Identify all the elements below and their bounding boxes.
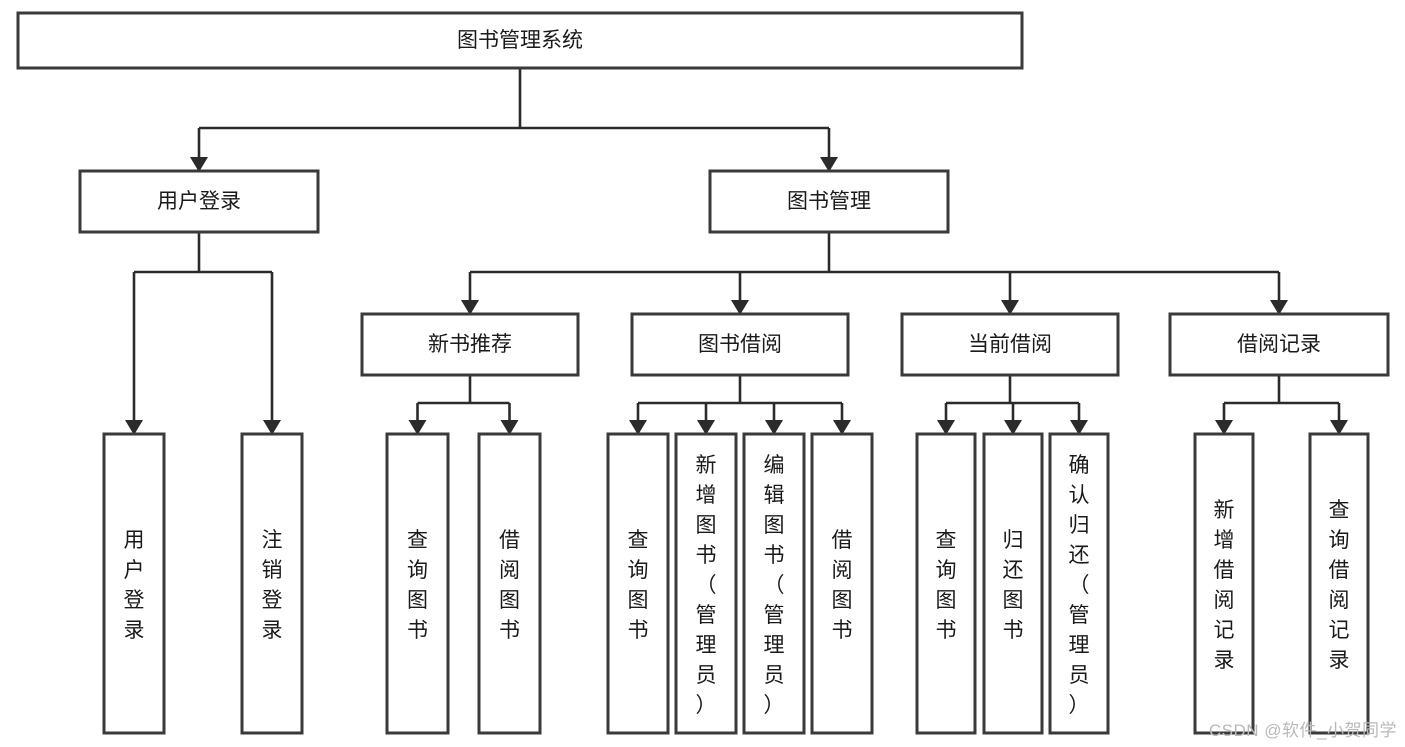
node-box-leaf-query-borrow-record[interactable] — [1308, 432, 1370, 735]
arrow-head-leaf-return-book — [1004, 420, 1022, 435]
arrow-head-book-manage — [820, 157, 838, 172]
node-label-root: 图书管理系统 — [457, 29, 583, 52]
connector-group-book-manage — [461, 232, 1288, 315]
node-leaf-add-book[interactable]: 新增图书（管理员） — [674, 432, 738, 735]
node-label-leaf-query-book-borrow: 查询图书 — [628, 529, 649, 642]
node-label-user-login: 用户登录 — [157, 190, 241, 213]
connector-group-current-borrow — [937, 375, 1088, 435]
node-box-leaf-user-logout[interactable] — [240, 432, 304, 735]
arrow-head-leaf-edit-book — [765, 420, 783, 435]
node-label-leaf-query-borrow-record: 查询借阅记录 — [1329, 499, 1350, 672]
node-leaf-add-borrow-record[interactable]: 新增借阅记录 — [1193, 432, 1255, 735]
node-leaf-borrow-book[interactable]: 借阅图书 — [810, 432, 874, 735]
arrow-head-leaf-query-book-rec — [408, 420, 427, 435]
node-layer: 图书管理系统用户登录图书管理新书推荐图书借阅当前借阅借阅记录用户登录注销登录查询… — [16, 11, 1390, 735]
node-leaf-user-login[interactable]: 用户登录 — [102, 432, 166, 735]
node-label-book-manage: 图书管理 — [787, 190, 871, 213]
node-box-leaf-borrow-book[interactable] — [810, 432, 874, 735]
node-user-login[interactable]: 用户登录 — [78, 169, 320, 234]
node-box-new-book-recommend[interactable] — [360, 312, 580, 377]
arrow-head-leaf-add-borrow-record — [1215, 420, 1233, 435]
arrow-head-leaf-add-book — [697, 420, 715, 435]
node-box-borrow-record[interactable] — [1168, 312, 1390, 377]
node-label-borrow-record: 借阅记录 — [1237, 333, 1321, 356]
node-leaf-return-book[interactable]: 归还图书 — [982, 432, 1044, 735]
node-label-leaf-add-book: 新增图书（管理员） — [696, 454, 717, 717]
node-box-leaf-user-login[interactable] — [102, 432, 166, 735]
node-leaf-query-borrow-record[interactable]: 查询借阅记录 — [1308, 432, 1370, 735]
node-book-borrow[interactable]: 图书借阅 — [630, 312, 850, 377]
node-leaf-query-book-cur[interactable]: 查询图书 — [915, 432, 977, 735]
node-box-leaf-edit-book[interactable] — [742, 432, 806, 735]
node-box-root[interactable] — [16, 11, 1024, 70]
node-box-leaf-add-book[interactable] — [674, 432, 738, 735]
node-label-book-borrow: 图书借阅 — [698, 333, 782, 356]
arrow-head-new-book-recommend — [461, 300, 479, 315]
node-leaf-borrow-book-rec[interactable]: 借阅图书 — [477, 432, 542, 735]
connector-group-user-login — [125, 232, 281, 435]
connector-layer — [125, 68, 1348, 435]
node-current-borrow[interactable]: 当前借阅 — [900, 312, 1120, 377]
node-label-current-borrow: 当前借阅 — [968, 333, 1052, 356]
node-book-manage[interactable]: 图书管理 — [708, 169, 950, 234]
node-label-leaf-borrow-book-rec: 借阅图书 — [499, 529, 520, 642]
node-label-new-book-recommend: 新书推荐 — [428, 333, 512, 356]
node-box-leaf-query-book-rec[interactable] — [385, 432, 450, 735]
arrow-head-current-borrow — [1001, 300, 1019, 315]
node-box-book-manage[interactable] — [708, 169, 950, 234]
arrow-head-leaf-query-book-cur — [937, 420, 955, 435]
node-borrow-record[interactable]: 借阅记录 — [1168, 312, 1390, 377]
node-box-book-borrow[interactable] — [630, 312, 850, 377]
node-label-leaf-query-book-rec: 查询图书 — [407, 529, 428, 642]
node-label-leaf-borrow-book: 借阅图书 — [832, 529, 853, 642]
node-box-leaf-confirm-return[interactable] — [1048, 432, 1110, 735]
arrow-head-leaf-confirm-return — [1070, 420, 1088, 435]
node-leaf-query-book-rec[interactable]: 查询图书 — [385, 432, 450, 735]
node-box-user-login[interactable] — [78, 169, 320, 234]
arrow-head-leaf-query-borrow-record — [1330, 420, 1348, 435]
node-label-leaf-add-borrow-record: 新增借阅记录 — [1214, 499, 1235, 672]
node-label-leaf-user-login: 用户登录 — [124, 529, 145, 642]
node-box-leaf-add-borrow-record[interactable] — [1193, 432, 1255, 735]
arrow-head-leaf-borrow-book — [833, 420, 851, 435]
connector-group-book-borrow — [629, 375, 851, 435]
node-leaf-query-book-borrow[interactable]: 查询图书 — [606, 432, 670, 735]
connector-group-root — [190, 68, 838, 172]
node-leaf-user-logout[interactable]: 注销登录 — [240, 432, 304, 735]
node-root[interactable]: 图书管理系统 — [16, 11, 1024, 70]
connector-group-borrow-record — [1215, 375, 1348, 435]
arrow-head-leaf-user-login — [125, 420, 143, 435]
node-leaf-confirm-return[interactable]: 确认归还（管理员） — [1048, 432, 1110, 735]
node-box-leaf-query-book-cur[interactable] — [915, 432, 977, 735]
node-box-leaf-query-book-borrow[interactable] — [606, 432, 670, 735]
node-label-leaf-query-book-cur: 查询图书 — [936, 529, 957, 642]
node-new-book-recommend[interactable]: 新书推荐 — [360, 312, 580, 377]
node-label-leaf-confirm-return: 确认归还（管理员） — [1069, 454, 1090, 717]
node-box-leaf-borrow-book-rec[interactable] — [477, 432, 542, 735]
connector-group-new-book-recommend — [408, 375, 519, 435]
node-leaf-edit-book[interactable]: 编辑图书（管理员） — [742, 432, 806, 735]
arrow-head-leaf-query-book-borrow — [629, 420, 647, 435]
arrow-head-leaf-user-logout — [263, 420, 281, 435]
arrow-head-book-borrow — [731, 300, 749, 315]
node-box-current-borrow[interactable] — [900, 312, 1120, 377]
arrow-head-borrow-record — [1270, 300, 1288, 315]
node-label-leaf-return-book: 归还图书 — [1003, 529, 1024, 642]
arrow-head-leaf-borrow-book-rec — [500, 420, 519, 435]
arrow-head-user-login — [190, 157, 208, 172]
node-label-leaf-edit-book: 编辑图书（管理员） — [764, 454, 785, 717]
node-label-leaf-user-logout: 注销登录 — [262, 529, 283, 642]
node-box-leaf-return-book[interactable] — [982, 432, 1044, 735]
